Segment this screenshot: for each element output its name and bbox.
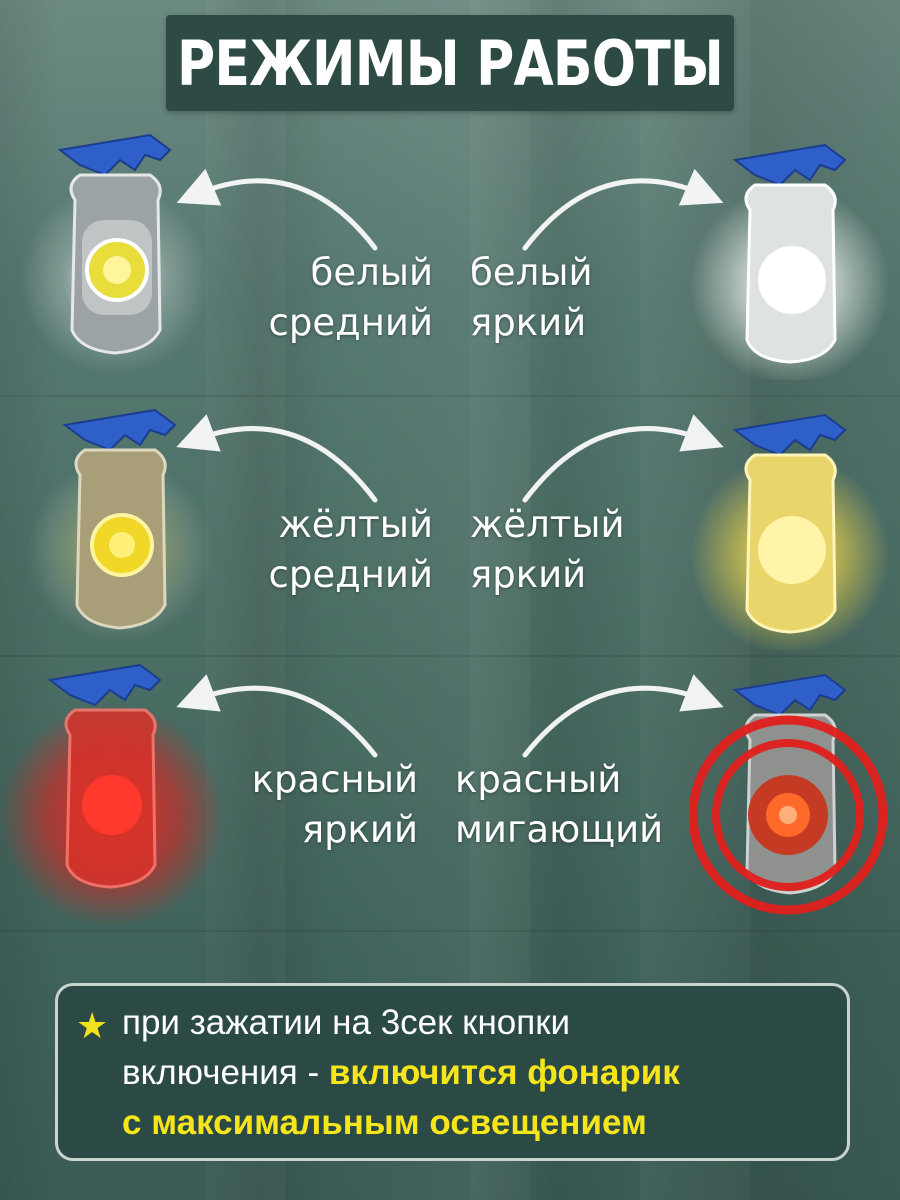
- blue-clip-icon: [732, 673, 847, 717]
- star-icon: ★: [76, 1006, 109, 1047]
- blue-clip-icon: [732, 413, 847, 457]
- background-line: [0, 655, 900, 657]
- background-line: [0, 395, 900, 397]
- info-note-box: ★ при зажатии на 3сек кнопки включения -…: [55, 983, 850, 1161]
- blue-clip-icon: [47, 663, 162, 707]
- arrow-left-2: [176, 414, 378, 503]
- led-lens: [758, 516, 826, 584]
- blue-clip-icon: [57, 133, 172, 177]
- flash-ring-outer: [690, 715, 888, 915]
- lamp-red-bright: [0, 663, 224, 925]
- led-lens: [82, 775, 142, 835]
- blue-clip-icon: [732, 143, 847, 187]
- note-line-2: включения - включится фонарик: [122, 1053, 680, 1092]
- title-banner: РЕЖИМЫ РАБОТЫ: [166, 15, 734, 111]
- background-line: [0, 930, 900, 932]
- info-note-text: при зажатии на 3сек кнопки включения - в…: [122, 998, 842, 1148]
- arrow-right-3: [522, 674, 724, 758]
- lamp-yellow-bright: [690, 413, 890, 650]
- note-line-3: с максимальным освещением: [122, 1103, 647, 1142]
- arrow-left-1: [176, 168, 378, 251]
- lamp-white-medium: [20, 133, 210, 375]
- lamp-yellow-medium: [28, 408, 212, 642]
- led-lens: [758, 246, 826, 314]
- flash-ring-inner: [712, 739, 864, 891]
- lamp-white-bright: [690, 143, 890, 380]
- arrow-right-1: [522, 168, 724, 251]
- page-title: РЕЖИМЫ РАБОТЫ: [176, 26, 724, 100]
- arrow-right-2: [522, 414, 724, 503]
- lamp-red-flashing: [690, 673, 888, 915]
- note-line-1: при зажатии на 3сек кнопки: [122, 1003, 571, 1042]
- arrow-left-3: [176, 674, 378, 758]
- blue-clip-icon: [62, 408, 177, 452]
